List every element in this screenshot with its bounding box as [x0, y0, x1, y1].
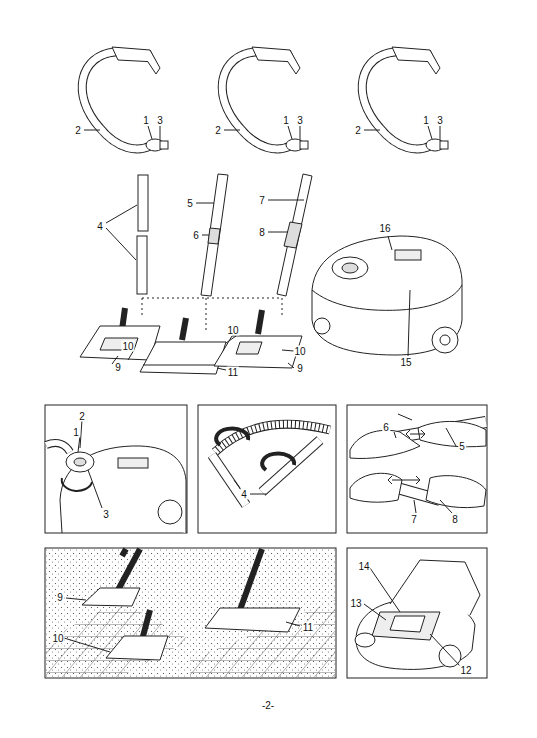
- callout-number: 1: [72, 427, 80, 438]
- callout-number: 8: [258, 227, 266, 238]
- callout-number: 11: [302, 622, 314, 633]
- callout-number: 11: [227, 367, 239, 378]
- callout-number: 4: [96, 221, 104, 232]
- callout-number: 16: [378, 223, 391, 234]
- callout-number: 10: [226, 325, 239, 336]
- callout-number: 6: [192, 230, 200, 241]
- callout-number: 12: [459, 665, 472, 676]
- callout-number: 1: [422, 115, 430, 126]
- callout-number: 6: [382, 422, 390, 433]
- callout-number: 1: [282, 115, 290, 126]
- callout-number: 3: [102, 509, 110, 520]
- callout-number: 14: [357, 561, 370, 572]
- callout-number: 10: [293, 346, 306, 357]
- callout-number: 10: [121, 341, 134, 352]
- callout-number: 7: [258, 195, 266, 206]
- callout-number: 5: [186, 198, 194, 209]
- callout-number: 7: [410, 514, 418, 525]
- callout-number: 9: [56, 592, 64, 603]
- callout-number: 1: [142, 115, 150, 126]
- callout-number: 3: [156, 115, 164, 126]
- callout-number: 3: [296, 115, 304, 126]
- callout-number: 13: [349, 598, 362, 609]
- callout-number: 2: [78, 411, 86, 422]
- page-number: -2-: [261, 700, 275, 711]
- callout-number: 5: [458, 441, 466, 452]
- callout-number: 2: [214, 125, 222, 136]
- callout-number: 15: [399, 357, 412, 368]
- callout-number: 9: [296, 363, 304, 374]
- callout-number: 4: [240, 489, 248, 500]
- callout-number: 3: [436, 115, 444, 126]
- callout-number: 2: [354, 125, 362, 136]
- callout-number: 8: [451, 514, 459, 525]
- callout-number: 9: [114, 362, 122, 373]
- callout-number: 10: [51, 633, 64, 644]
- callout-number: 2: [74, 125, 82, 136]
